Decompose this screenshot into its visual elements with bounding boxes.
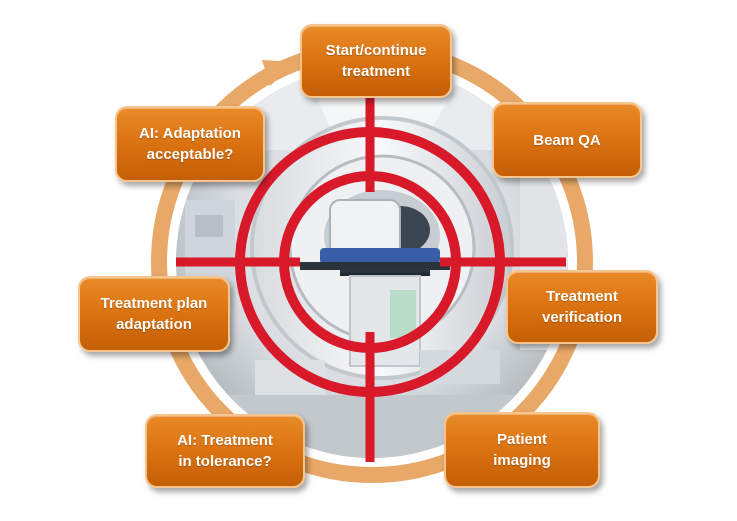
step-treatment-plan-adaptation: Treatment plan adaptation: [78, 276, 230, 352]
step-beam-qa: Beam QA: [492, 102, 642, 178]
step-treatment-verification: Treatment verification: [506, 270, 658, 344]
step-ai-adaptation-acceptable: AI: Adaptation acceptable?: [115, 106, 265, 182]
step-start-continue-treatment: Start/continue treatment: [300, 24, 452, 98]
step-patient-imaging: Patient imaging: [444, 412, 600, 488]
crosshair-target-icon: [176, 92, 566, 462]
step-ai-treatment-in-tolerance: AI: Treatment in tolerance?: [145, 414, 305, 488]
